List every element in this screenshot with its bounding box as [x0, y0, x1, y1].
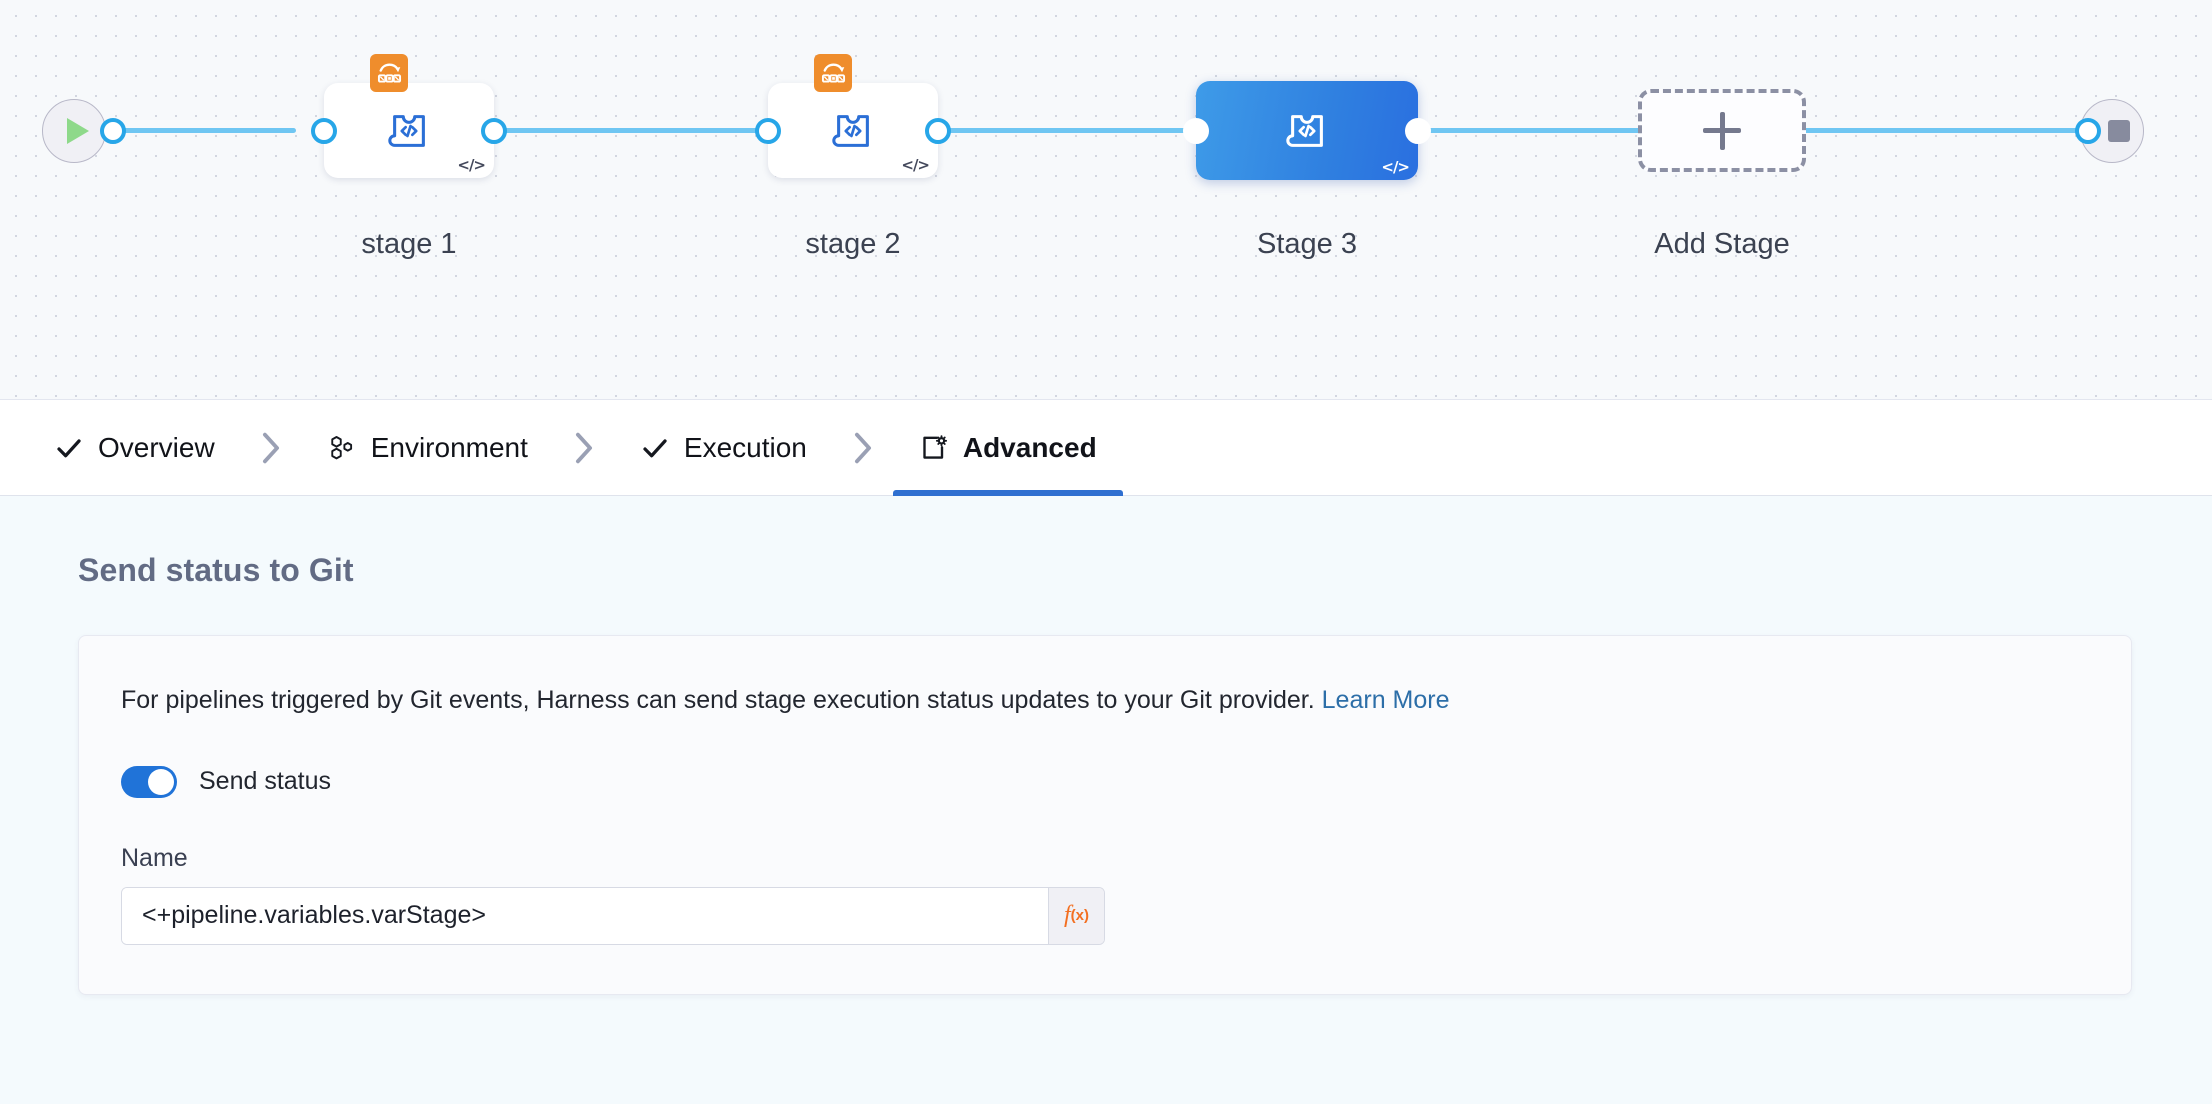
check-icon	[643, 438, 667, 457]
stage2-input-port[interactable]	[755, 118, 781, 144]
section-title: Send status to Git	[78, 552, 354, 588]
tab-environment-label: Environment	[370, 431, 528, 463]
tab-execution[interactable]: Execution	[614, 400, 833, 496]
add-stage-label: Add Stage	[1654, 228, 1790, 260]
stage3-input-port[interactable]	[1183, 118, 1209, 144]
send-status-toggle-label: Send status	[199, 767, 332, 796]
tab-advanced-label: Advanced	[962, 431, 1097, 463]
ci-stage-icon	[1286, 114, 1323, 147]
fx-sub: (x)	[1070, 907, 1089, 925]
stage-node-1[interactable]: </>	[324, 54, 494, 178]
tab-overview-label: Overview	[98, 431, 215, 463]
stage-label-2: stage 2	[805, 228, 901, 260]
add-stage-button[interactable]	[1638, 89, 1806, 172]
learn-more-link[interactable]: Learn More	[1321, 686, 1450, 714]
chevron-right-icon	[854, 432, 871, 463]
tab-environment[interactable]: Environment	[301, 400, 554, 496]
stop-icon	[2108, 120, 2130, 142]
stage1-input-port[interactable]	[311, 118, 337, 144]
check-icon	[57, 438, 81, 457]
chevron-right-icon	[262, 432, 279, 463]
stage1-output-port[interactable]	[481, 118, 507, 144]
send-status-toggle-row: Send status	[121, 765, 2131, 798]
code-tag-icon: </>	[457, 156, 486, 174]
tab-separator-3	[833, 431, 893, 465]
code-tag-icon: </>	[1381, 158, 1410, 176]
tab-separator-1	[241, 431, 301, 465]
stage2-output-port[interactable]	[925, 118, 951, 144]
stage-node-2[interactable]: </>	[768, 54, 938, 178]
tab-execution-label: Execution	[683, 431, 807, 463]
send-status-toggle[interactable]	[121, 765, 177, 798]
tab-separator-2	[554, 431, 614, 465]
expression-fx-button[interactable]: f(x)	[1048, 887, 1104, 944]
ci-stage-icon	[388, 114, 425, 147]
chevron-right-icon	[575, 432, 592, 463]
pipeline-canvas[interactable]: </> </>	[0, 0, 2212, 400]
stage-label-1: stage 1	[361, 228, 457, 260]
connector-stage3-to-addstage	[1405, 128, 1650, 133]
start-node-output-port[interactable]	[100, 118, 126, 144]
send-status-to-git-panel: For pipelines triggered by Git events, H…	[78, 635, 2132, 995]
name-field-row: f(x)	[121, 886, 1105, 945]
panel-description: For pipelines triggered by Git events, H…	[121, 684, 2131, 718]
tab-advanced[interactable]: Advanced	[892, 400, 1123, 496]
tab-overview[interactable]: Overview	[28, 400, 241, 496]
name-input[interactable]	[122, 887, 1048, 944]
pipeline-start-node[interactable]	[42, 99, 106, 163]
infra-hex-icon	[331, 435, 352, 459]
stage3-output-port[interactable]	[1405, 118, 1431, 144]
plus-icon-vertical	[1719, 111, 1725, 150]
connector-start-to-stage1	[96, 128, 296, 133]
play-icon	[66, 118, 89, 144]
pipeline-graph: </> </>	[0, 0, 2212, 399]
name-field-label: Name	[121, 843, 188, 872]
matrix-strategy-icon	[814, 54, 852, 92]
ci-stage-icon	[832, 114, 869, 147]
panel-description-text: For pipelines triggered by Git events, H…	[121, 686, 1322, 714]
code-tag-icon: </>	[901, 156, 930, 174]
end-node-input-port[interactable]	[2075, 118, 2101, 144]
stage-node-3[interactable]: </>	[1196, 81, 1418, 180]
stage-config-tabs: Overview Environment Execution	[0, 400, 2212, 496]
stage-label-3: Stage 3	[1257, 228, 1357, 260]
advanced-tab-content: Send status to Git For pipelines trigger…	[0, 496, 2212, 1104]
toggle-knob	[148, 768, 174, 795]
fx-label: f	[1063, 902, 1071, 929]
connector-stage2-to-stage3	[940, 128, 1230, 133]
connector-addstage-to-end	[1800, 128, 2100, 133]
connector-stage1-to-stage2	[466, 128, 766, 133]
matrix-strategy-icon	[370, 54, 408, 92]
advanced-gear-icon	[923, 434, 947, 459]
